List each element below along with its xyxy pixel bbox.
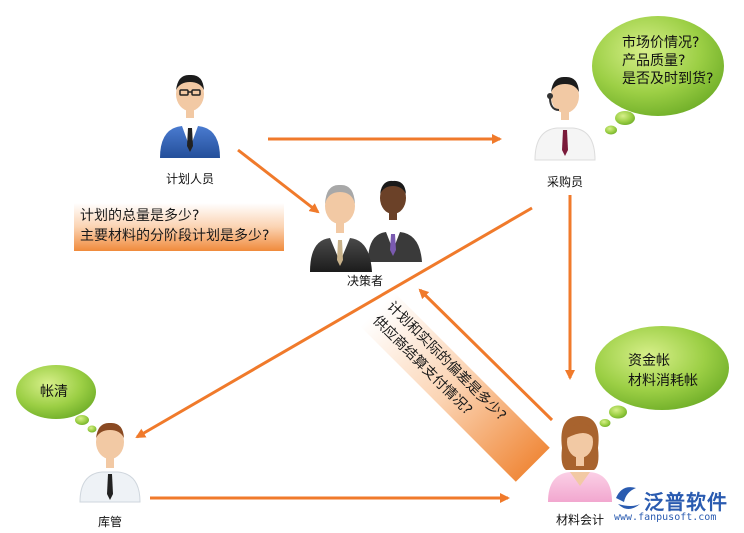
accountant-bubble-line-1: 资金帐 bbox=[628, 353, 670, 369]
arrow-planner-to-decision bbox=[237, 148, 320, 214]
brand-name: 泛普软件 bbox=[644, 490, 728, 514]
purchaser-bubble-line-2: 产品质量? bbox=[622, 53, 686, 69]
accountant-label: 材料会计 bbox=[555, 513, 604, 527]
planner-questions-note bbox=[74, 203, 284, 251]
bubble-warehouse bbox=[16, 365, 97, 433]
purchaser-bubble-line-3: 是否及时到货? bbox=[622, 71, 714, 87]
purchaser-bubble-line-1: 市场价情况? bbox=[622, 35, 700, 51]
warehouse-label: 库管 bbox=[97, 515, 122, 529]
purchaser-label: 采购员 bbox=[546, 175, 583, 189]
brand: 泛普软件 www.fanpusoft.com bbox=[614, 486, 738, 528]
bubble-accountant bbox=[595, 326, 729, 427]
planner-note-line-1: 计划的总量是多少? bbox=[80, 208, 200, 224]
planner-note-line-2: 主要材料的分阶段计划是多少? bbox=[80, 228, 270, 244]
arrows bbox=[135, 134, 575, 503]
brand-url: www.fanpusoft.com bbox=[614, 512, 717, 523]
accountant-figure bbox=[548, 416, 612, 502]
planner-label: 计划人员 bbox=[165, 172, 214, 186]
planner-figure bbox=[160, 74, 220, 158]
decision-maker-figure bbox=[310, 180, 422, 272]
decision-maker-label: 决策者 bbox=[346, 274, 383, 288]
arrow-purchaser-to-warehouse bbox=[135, 206, 533, 439]
warehouse-bubble-line-1: 帐清 bbox=[40, 384, 68, 400]
arrow-accountant-to-decision bbox=[418, 288, 554, 422]
accountant-bubble-line-2: 材料消耗帐 bbox=[628, 373, 698, 389]
bubble-purchaser bbox=[592, 16, 724, 135]
purchaser-figure bbox=[534, 76, 596, 161]
deviation-questions-note bbox=[360, 292, 550, 482]
brand-logo-icon bbox=[616, 487, 640, 509]
warehouse-figure bbox=[79, 422, 141, 503]
